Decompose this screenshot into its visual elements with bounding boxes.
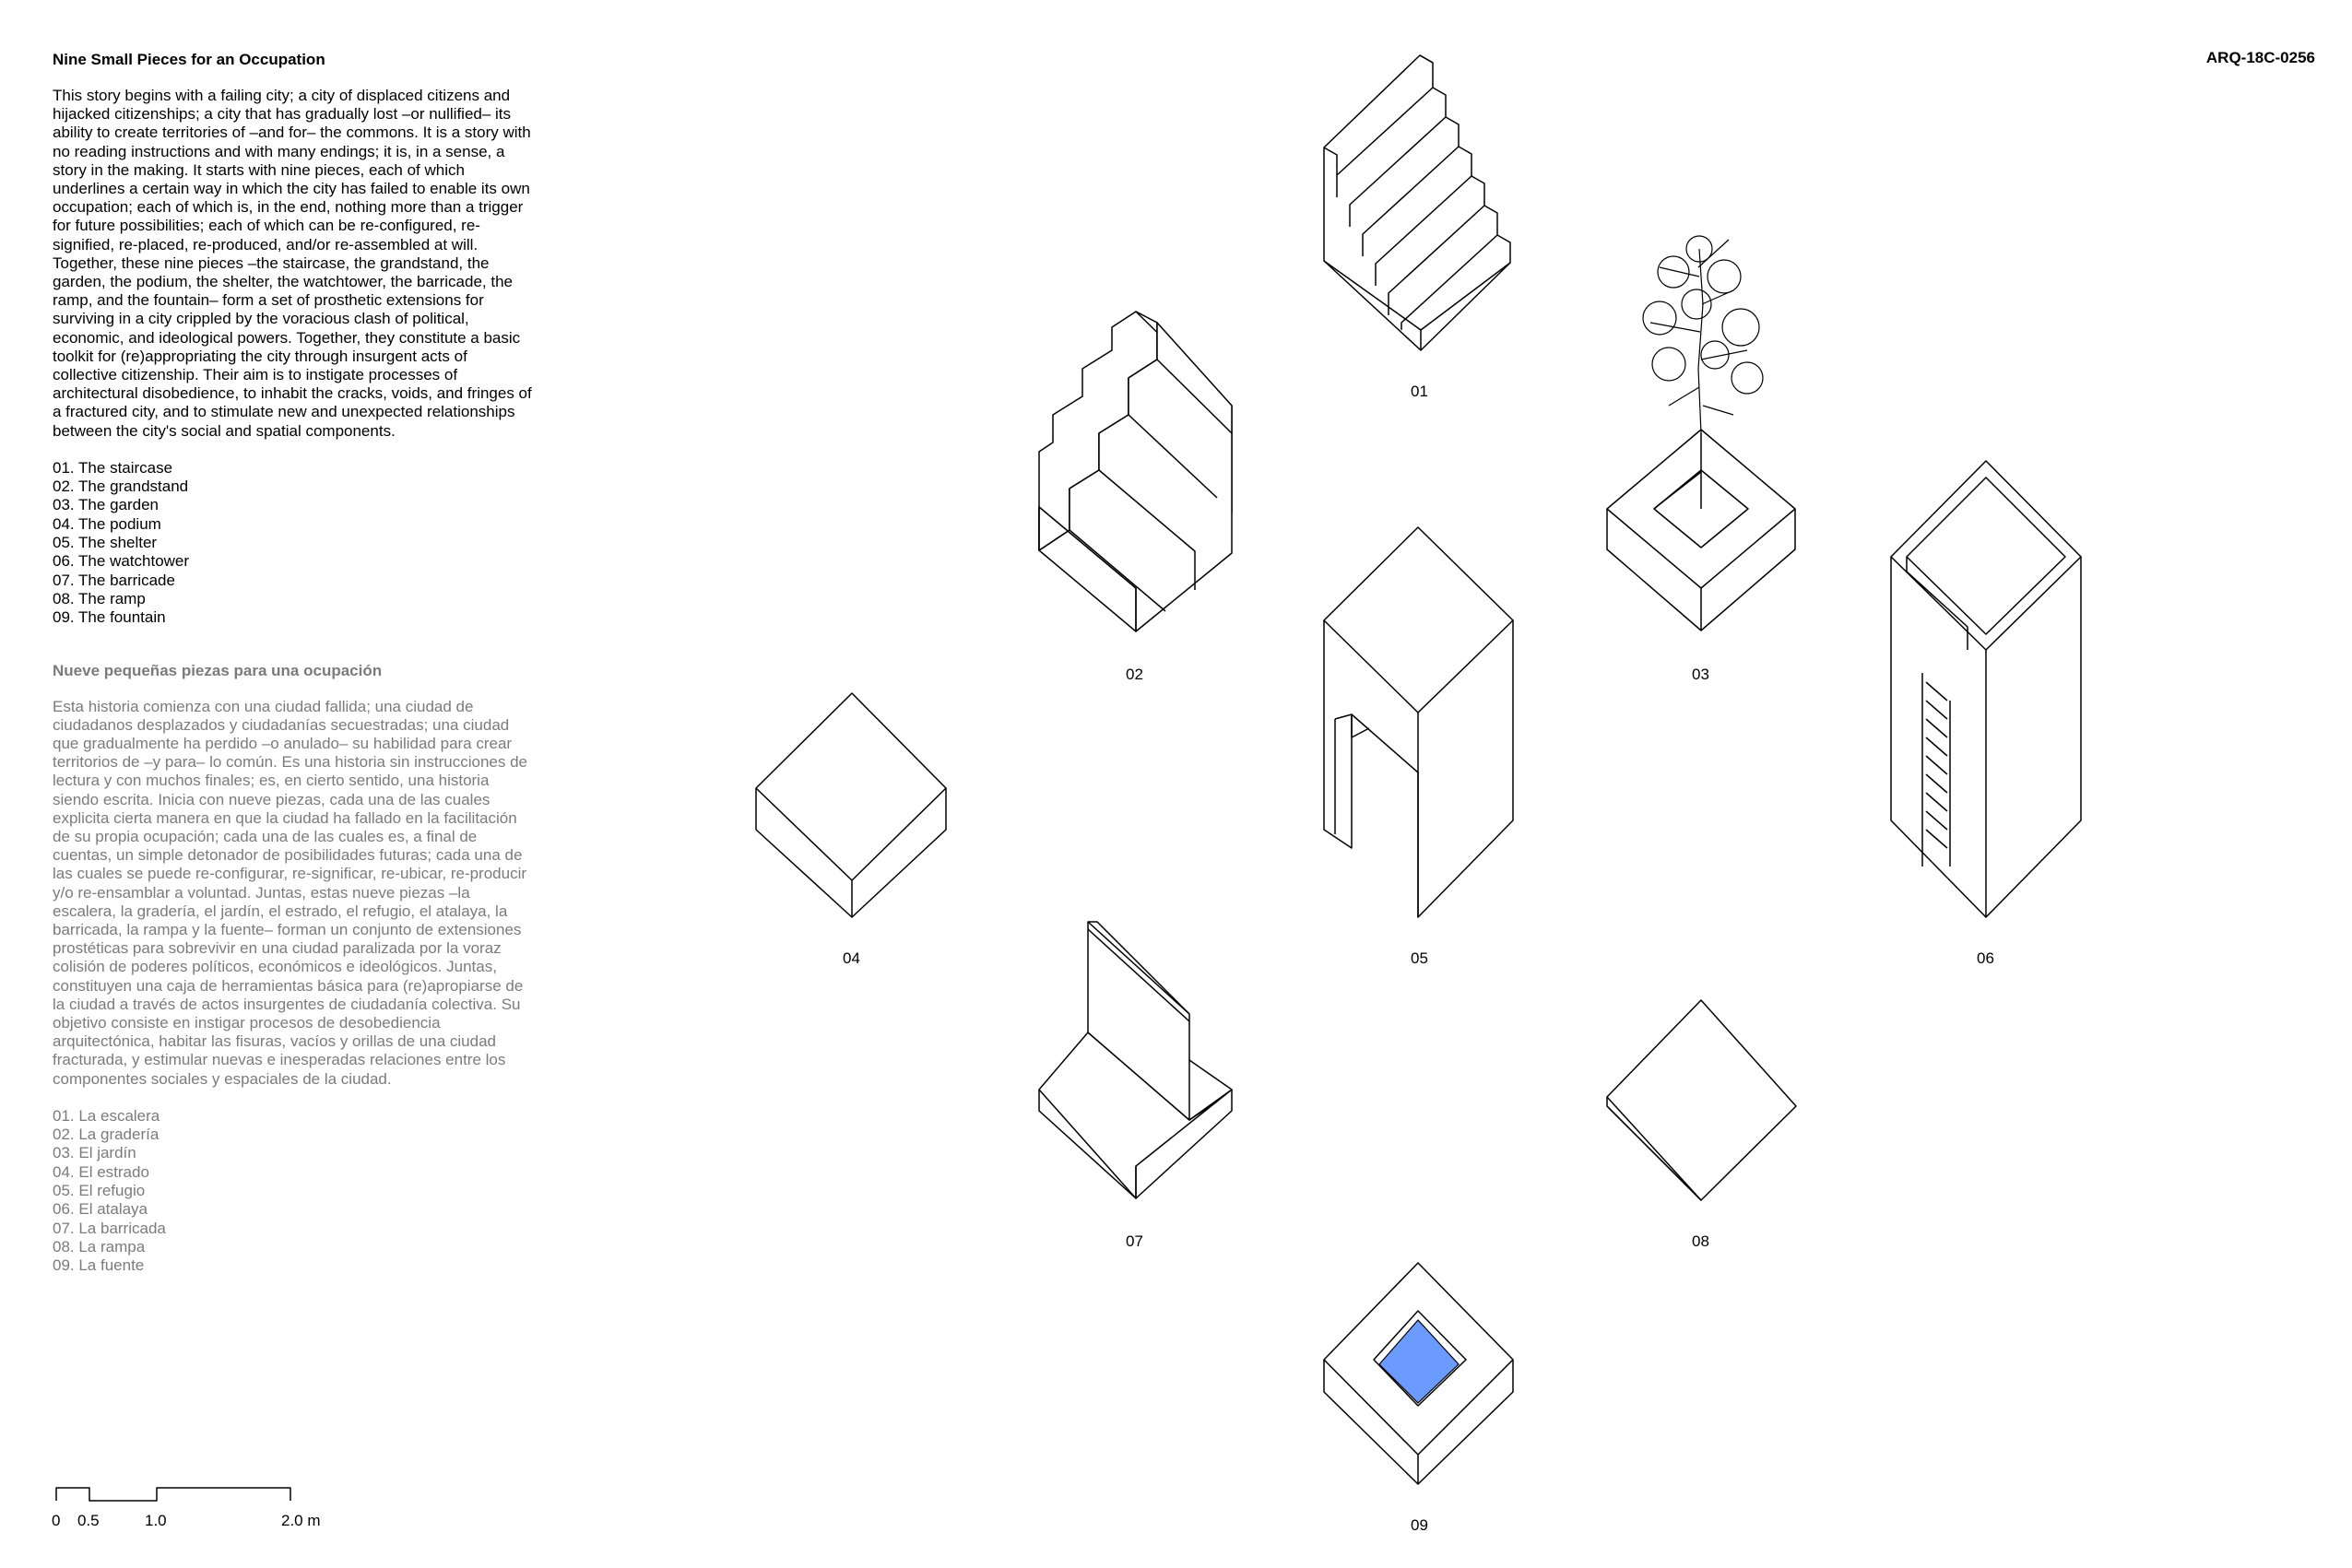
barricade-icon — [1038, 921, 1233, 1199]
watchtower-icon — [1890, 460, 2082, 918]
podium-icon — [755, 692, 947, 918]
piece-number: 09 — [1411, 1516, 1428, 1534]
list-item: 01. The staircase — [53, 458, 173, 477]
grandstand-icon — [1038, 311, 1233, 632]
piece-number: 07 — [1126, 1232, 1143, 1250]
list-item: 08. The ramp — [53, 589, 146, 607]
list-item: 09. La fuente — [53, 1256, 145, 1275]
ramp-icon — [1606, 999, 1797, 1201]
document-code: ARQ-18C-0256 — [2205, 49, 2315, 66]
scale-label: 0.5 — [77, 1512, 100, 1529]
english-piece-list: 01. The staircase 02. The grandstand 03.… — [53, 459, 532, 628]
water-surface — [1378, 1319, 1460, 1404]
piece-number: 02 — [1126, 666, 1143, 683]
list-item: 04. The podium — [53, 514, 161, 533]
list-item: 03. The garden — [53, 496, 159, 514]
list-item: 05. El refugio — [53, 1181, 146, 1199]
piece-number: 05 — [1411, 949, 1428, 967]
english-body: This story begins with a failing city; a… — [53, 87, 532, 440]
list-item: 01. La escalera — [53, 1106, 160, 1125]
list-item: 06. The watchtower — [53, 552, 190, 571]
list-item: 07. La barricada — [53, 1219, 166, 1237]
garden-icon — [1606, 235, 1796, 631]
english-title: Nine Small Pieces for an Occupation — [53, 51, 325, 68]
scale-label: 0 — [52, 1512, 60, 1529]
piece-number: 08 — [1692, 1232, 1709, 1250]
list-item: 07. The barricade — [53, 571, 175, 589]
spanish-title: Nueve pequeñas piezas para una ocupación — [53, 661, 383, 679]
list-item: 03. El jardín — [53, 1144, 136, 1162]
tree-icon — [1642, 235, 1764, 434]
text-column: Nine Small Pieces for an Occupation This… — [53, 50, 532, 1275]
list-item: 02. The grandstand — [53, 477, 189, 496]
shelter-icon — [1323, 526, 1514, 918]
spanish-piece-list: 01. La escalera 02. La gradería 03. El j… — [53, 1107, 532, 1276]
list-item: 06. El atalaya — [53, 1200, 148, 1219]
scale-label: 1.0 — [145, 1512, 167, 1529]
list-item: 09. The fountain — [53, 608, 166, 627]
piece-number: 06 — [1977, 949, 1994, 967]
list-item: 04. El estrado — [53, 1162, 149, 1181]
ladder-icon — [1921, 673, 1951, 867]
list-item: 08. La rampa — [53, 1237, 146, 1256]
piece-number: 01 — [1411, 383, 1428, 400]
scale-bar: 0 0.5 1.0 2.0 m — [52, 1487, 321, 1529]
staircase-icon — [1323, 54, 1511, 351]
fountain-icon — [1323, 1262, 1514, 1485]
spanish-body: Esta historia comienza con una ciudad fa… — [53, 697, 527, 1088]
scale-label: 2.0 m — [281, 1512, 321, 1529]
list-item: 05. The shelter — [53, 534, 158, 552]
piece-number: 04 — [843, 949, 860, 967]
list-item: 02. La gradería — [53, 1126, 160, 1144]
piece-number: 03 — [1692, 666, 1709, 683]
